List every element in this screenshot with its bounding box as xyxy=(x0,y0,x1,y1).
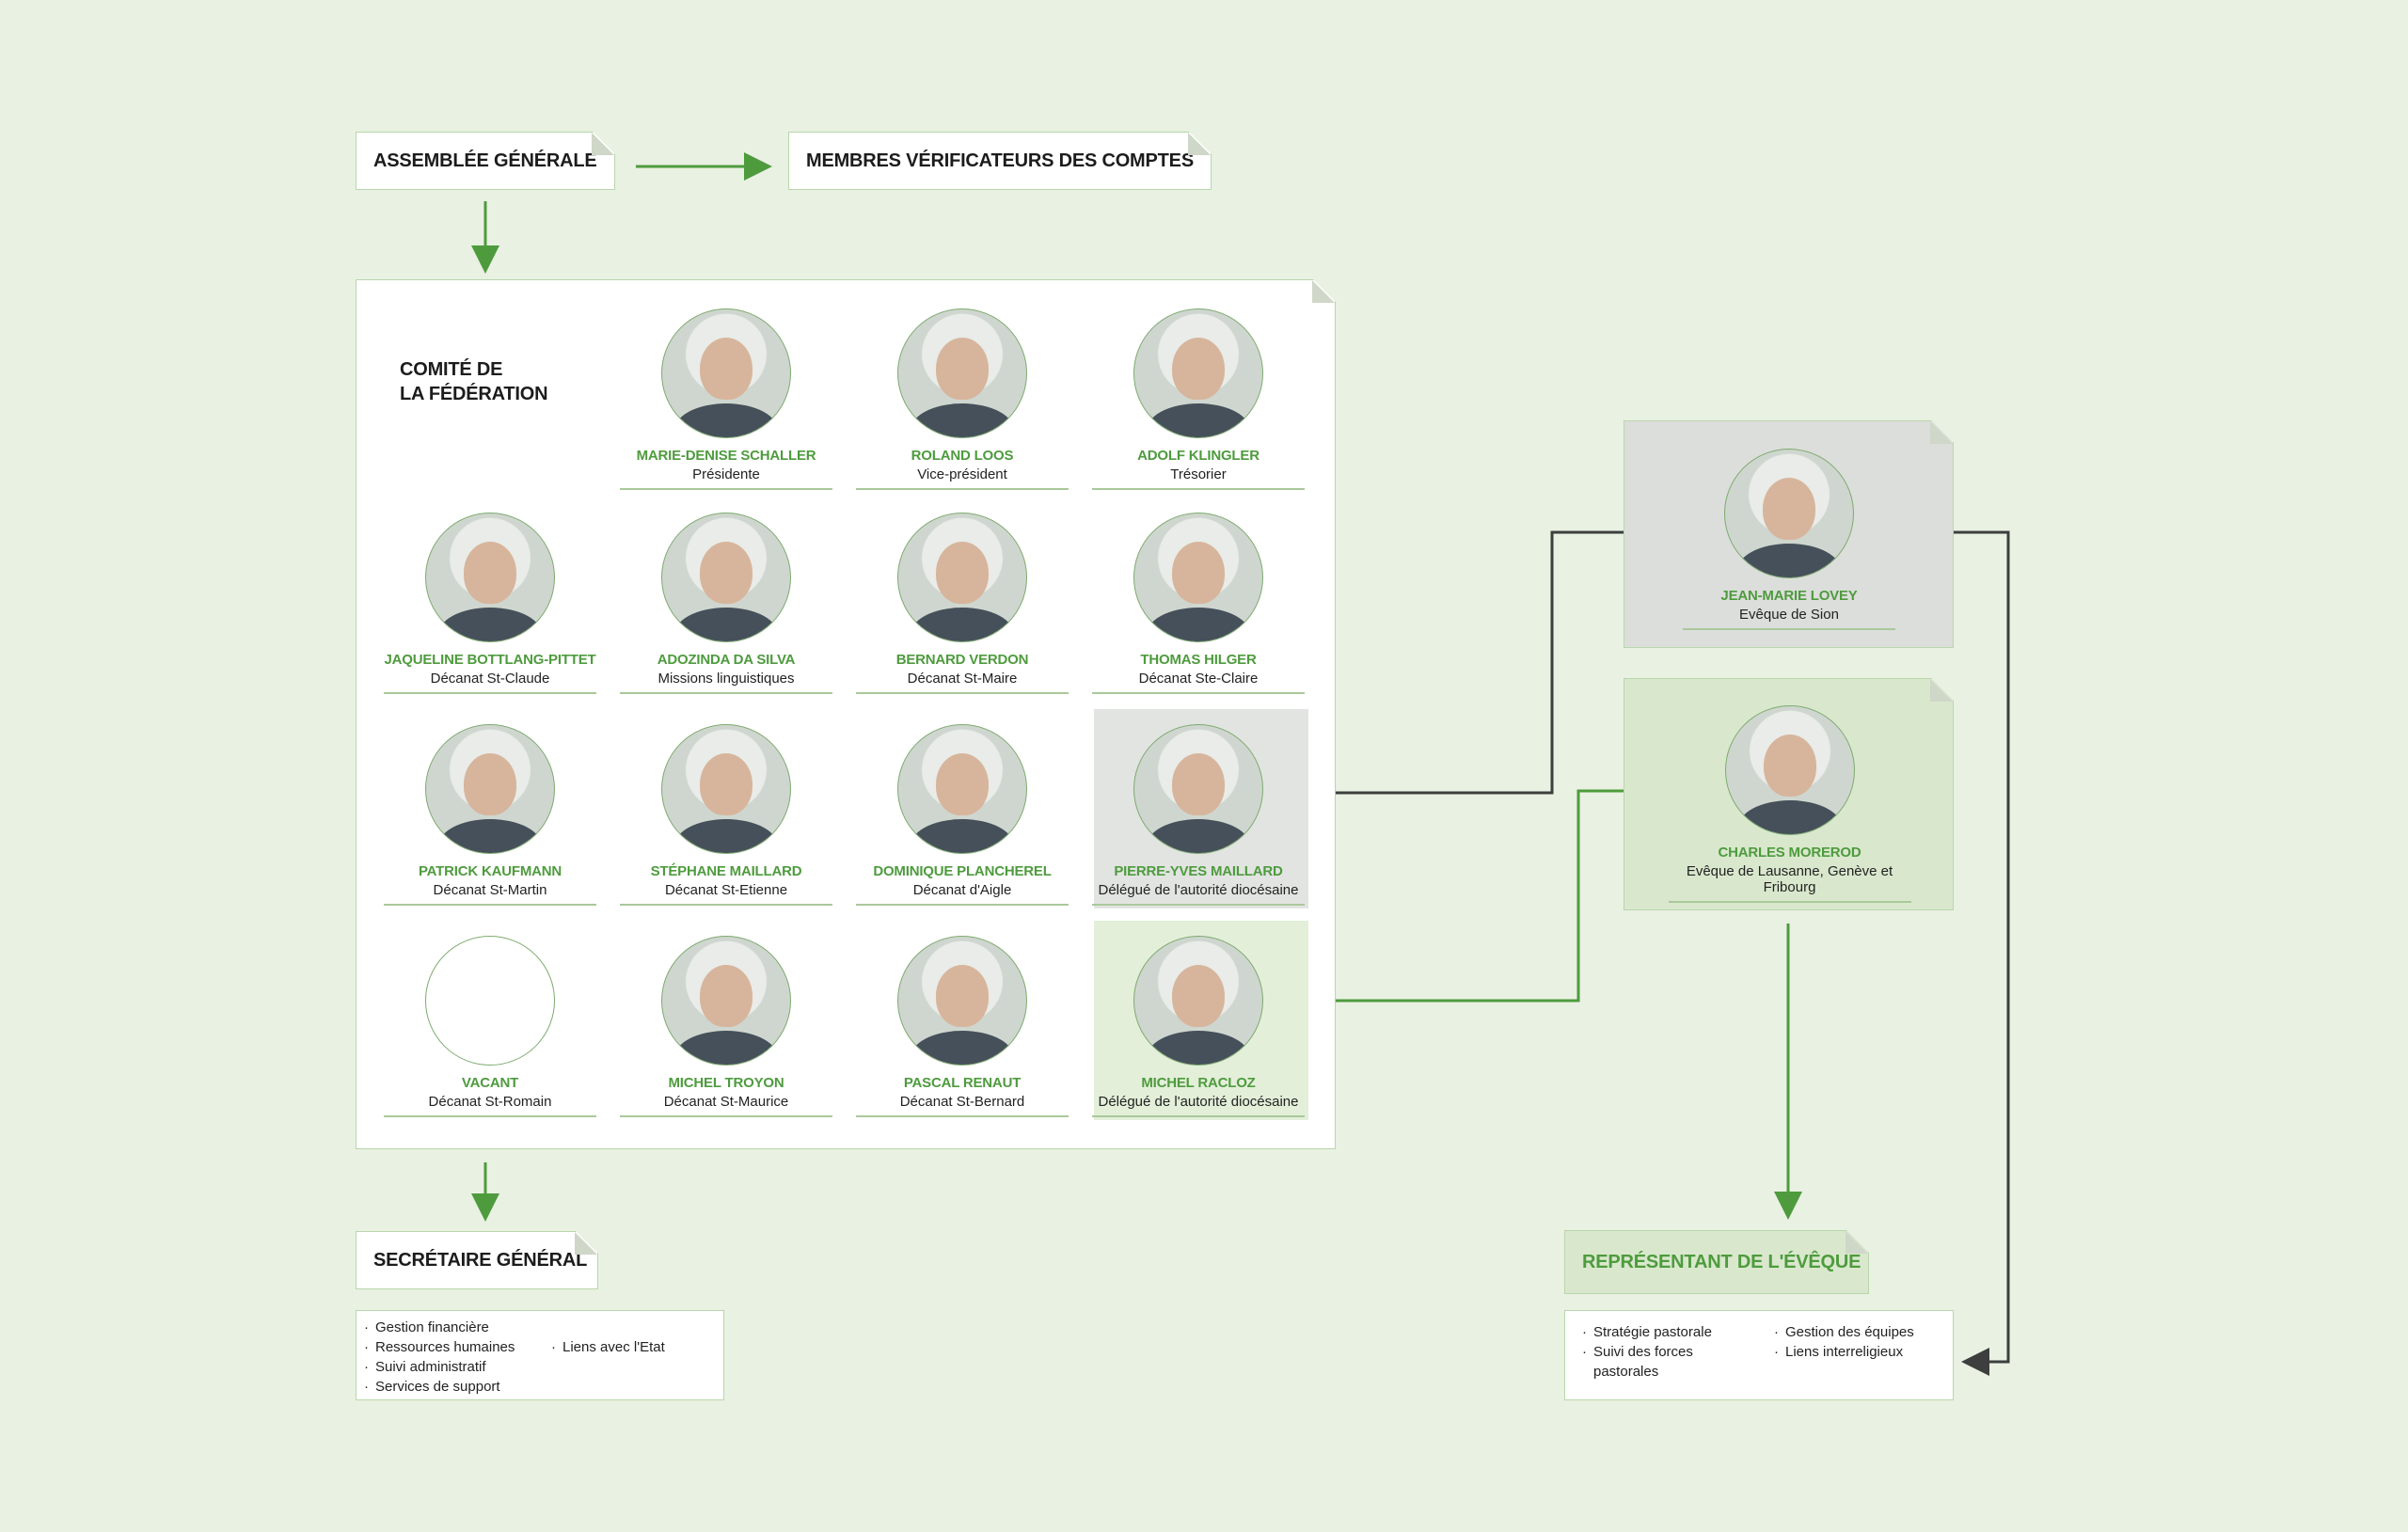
task-item: Stratégie pastorale xyxy=(1582,1322,1742,1342)
representant-tasks: Stratégie pastorale Suivi des forces pas… xyxy=(1564,1310,1954,1400)
member-card: PIERRE-YVES MAILLARD Délégué de l'autori… xyxy=(1090,724,1307,906)
portrait xyxy=(425,513,555,642)
portrait xyxy=(661,513,791,642)
task-item: Liens avec l'Etat xyxy=(551,1337,665,1357)
member-role: Délégué de l'autorité diocésaine xyxy=(1098,1094,1299,1110)
portrait xyxy=(897,724,1027,854)
member-card: BERNARD VERDON Décanat St-Maire xyxy=(854,513,1070,694)
member-name: ADOZINDA DA SILVA xyxy=(657,652,796,668)
member-name: MICHEL RACLOZ xyxy=(1141,1075,1256,1091)
member-card: MICHEL TROYON Décanat St-Maurice xyxy=(618,936,834,1117)
member-card: ADOLF KLINGLER Trésorier xyxy=(1090,308,1307,490)
portrait xyxy=(1724,449,1854,578)
member-role: Décanat St-Maire xyxy=(907,671,1018,687)
assemblee-box: ASSEMBLÉE GÉNÉRALE xyxy=(356,132,615,190)
member-name: ROLAND LOOS xyxy=(911,448,1014,464)
bishop-card: CHARLES MOREROD Evêque de Lausanne, Genè… xyxy=(1662,705,1917,903)
member-card: DOMINIQUE PLANCHEREL Décanat d'Aigle xyxy=(854,724,1070,906)
bishop-card: JEAN-MARIE LOVEY Evêque de Sion xyxy=(1681,449,1897,630)
bishop-name: CHARLES MOREROD xyxy=(1718,845,1861,861)
portrait xyxy=(1133,936,1263,1066)
portrait xyxy=(1133,513,1263,642)
member-name: BERNARD VERDON xyxy=(895,652,1029,668)
portrait xyxy=(661,936,791,1066)
task-item: Services de support xyxy=(364,1377,515,1397)
member-role: Décanat St-Maurice xyxy=(663,1094,789,1110)
representant-list-1: Stratégie pastorale Suivi des forces pas… xyxy=(1582,1322,1742,1382)
arrow-lovey-maillard xyxy=(1275,530,1624,807)
bishop-lovey-box: JEAN-MARIE LOVEY Evêque de Sion xyxy=(1624,420,1954,648)
secretaire-title: SECRÉTAIRE GÉNÉRAL xyxy=(373,1249,588,1271)
secretaire-list-2: Liens avec l'Etat xyxy=(551,1337,665,1357)
task-item: Liens interreligieux xyxy=(1774,1342,1914,1362)
bishop-role: Evêque de Sion xyxy=(1739,607,1839,623)
member-card: ROLAND LOOS Vice-président xyxy=(854,308,1070,490)
task-item: Gestion financière xyxy=(364,1318,515,1337)
member-card: VACANT Décanat St-Romain xyxy=(382,936,598,1117)
member-name: STÉPHANE MAILLARD xyxy=(650,863,802,879)
member-name: THOMAS HILGER xyxy=(1140,652,1257,668)
bishop-role: Evêque de Lausanne, Genève et Fribourg xyxy=(1686,863,1893,895)
member-name: PIERRE-YVES MAILLARD xyxy=(1114,863,1283,879)
member-name: PASCAL RENAUT xyxy=(903,1075,1022,1091)
member-card: STÉPHANE MAILLARD Décanat St-Etienne xyxy=(618,724,834,906)
member-name: MARIE-DENISE SCHALLER xyxy=(636,448,816,464)
member-role: Décanat St-Claude xyxy=(430,671,550,687)
member-name: ADOLF KLINGLER xyxy=(1137,448,1259,464)
member-card: MICHEL RACLOZ Délégué de l'autorité dioc… xyxy=(1090,936,1307,1117)
portrait xyxy=(1133,308,1263,438)
member-role: Trésorier xyxy=(1170,466,1227,482)
comite-title: COMITÉ DE LA FÉDÉRATION xyxy=(400,359,548,404)
member-role: Délégué de l'autorité diocésaine xyxy=(1098,882,1299,898)
task-item: Gestion des équipes xyxy=(1774,1322,1914,1342)
secretaire-list-1: Gestion financière Ressources humaines S… xyxy=(364,1318,515,1397)
bishop-name: JEAN-MARIE LOVEY xyxy=(1720,588,1858,604)
representant-list-2: Gestion des équipes Liens interreligieux xyxy=(1774,1322,1914,1362)
member-card: THOMAS HILGER Décanat Ste-Claire xyxy=(1090,513,1307,694)
member-role: Présidente xyxy=(692,466,760,482)
member-name: PATRICK KAUFMANN xyxy=(418,863,562,879)
member-role: Décanat St-Bernard xyxy=(899,1094,1025,1110)
portrait xyxy=(897,936,1027,1066)
member-card: MARIE-DENISE SCHALLER Présidente xyxy=(618,308,834,490)
member-card: JAQUELINE BOTTLANG-PITTET Décanat St-Cla… xyxy=(382,513,598,694)
member-role: Décanat St-Etienne xyxy=(664,882,788,898)
member-role: Missions linguistiques xyxy=(657,671,795,687)
bishop-morerod-box: CHARLES MOREROD Evêque de Lausanne, Genè… xyxy=(1624,678,1954,910)
member-role: Décanat St-Martin xyxy=(433,882,547,898)
member-name: JAQUELINE BOTTLANG-PITTET xyxy=(384,652,596,668)
portrait xyxy=(897,513,1027,642)
task-item: Ressources humaines xyxy=(364,1337,515,1357)
member-role: Décanat d'Aigle xyxy=(912,882,1012,898)
task-item: Suivi des forces pastorales xyxy=(1582,1342,1742,1382)
representant-title: REPRÉSENTANT DE L'ÉVÊQUE xyxy=(1582,1251,1861,1272)
member-role: Décanat Ste-Claire xyxy=(1138,671,1259,687)
arrow-morerod-racloz xyxy=(1275,789,1624,1015)
member-role: Décanat St-Romain xyxy=(428,1094,552,1110)
member-name: MICHEL TROYON xyxy=(668,1075,784,1091)
member-role: Vice-président xyxy=(917,466,1007,482)
verificateurs-box: MEMBRES VÉRIFICATEURS DES COMPTES xyxy=(788,132,1212,190)
portrait xyxy=(1725,705,1855,835)
assemblee-label: ASSEMBLÉE GÉNÉRALE xyxy=(373,150,597,171)
member-card: PATRICK KAUFMANN Décanat St-Martin xyxy=(382,724,598,906)
portrait xyxy=(897,308,1027,438)
task-item: Suivi administratif xyxy=(364,1357,515,1377)
secretaire-box: SECRÉTAIRE GÉNÉRAL xyxy=(356,1231,598,1289)
portrait-vacant xyxy=(425,936,555,1066)
comite-box: COMITÉ DE LA FÉDÉRATION MARIE-DENISE SCH… xyxy=(356,279,1336,1149)
portrait xyxy=(1133,724,1263,854)
portrait xyxy=(425,724,555,854)
arrow-lovey-representant xyxy=(1954,530,2010,1376)
member-name: VACANT xyxy=(461,1075,519,1091)
member-card: ADOZINDA DA SILVA Missions linguistiques xyxy=(618,513,834,694)
portrait xyxy=(661,724,791,854)
secretaire-tasks: Gestion financière Ressources humaines S… xyxy=(356,1310,724,1400)
member-card: PASCAL RENAUT Décanat St-Bernard xyxy=(854,936,1070,1117)
portrait xyxy=(661,308,791,438)
verificateurs-label: MEMBRES VÉRIFICATEURS DES COMPTES xyxy=(806,150,1194,171)
representant-box: REPRÉSENTANT DE L'ÉVÊQUE xyxy=(1564,1230,1869,1294)
member-name: DOMINIQUE PLANCHEREL xyxy=(873,863,1052,879)
